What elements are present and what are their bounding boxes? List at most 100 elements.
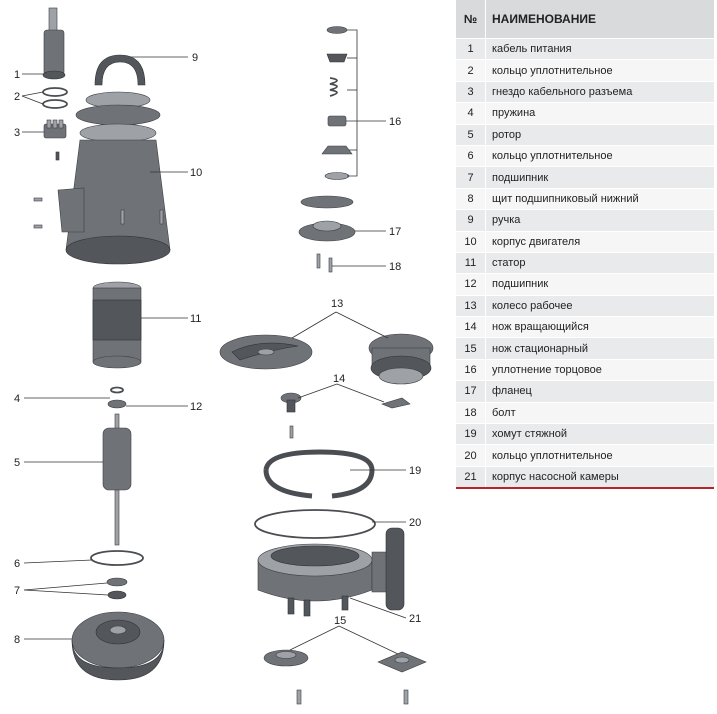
row-number: 20	[456, 444, 486, 467]
row-part-name: колесо рабочее	[485, 295, 714, 318]
row-number: 9	[456, 209, 486, 232]
part-seal-ring-d	[254, 509, 376, 539]
part-bolt-a	[316, 253, 321, 269]
row-number: 12	[456, 273, 486, 296]
row-number: 19	[456, 423, 486, 446]
part-handle	[94, 54, 146, 86]
row-part-name: гнездо кабельного разъема	[485, 81, 714, 104]
callout-19: 19	[409, 465, 421, 477]
row-number: 11	[456, 252, 486, 275]
part-stator	[92, 281, 142, 369]
callout-14: 14	[333, 373, 345, 385]
callout-1: 1	[14, 69, 20, 81]
callout-2: 2	[14, 91, 20, 103]
row-part-name: щит подшипниковый нижний	[485, 188, 714, 211]
header-name: НАИМЕНОВАНИЕ	[485, 0, 714, 39]
row-number: 4	[456, 102, 486, 125]
row-number: 7	[456, 166, 486, 189]
part-seal-ring-c	[90, 550, 144, 566]
callout-6: 6	[14, 558, 20, 570]
row-number: 18	[456, 402, 486, 425]
part-mechanical-seal	[321, 26, 353, 180]
callout-17: 17	[389, 226, 401, 238]
row-part-name: ротор	[485, 124, 714, 146]
callout-5: 5	[14, 457, 20, 469]
row-part-name: статор	[485, 252, 714, 275]
row-part-name: кабель питания	[485, 38, 714, 61]
part-clamp	[263, 449, 375, 499]
row-number: 6	[456, 145, 486, 168]
header-number: №	[456, 0, 486, 39]
part-seal-ring-a	[42, 87, 68, 97]
callout-13: 13	[331, 298, 343, 310]
callout-7: 7	[14, 585, 20, 597]
row-number: 8	[456, 188, 486, 211]
part-rotating-knife	[280, 392, 411, 439]
row-part-name: подшипник	[485, 273, 714, 296]
part-spring	[110, 386, 124, 394]
row-part-name: подшипник	[485, 166, 714, 189]
table-header: № НАИМЕНОВАНИЕ	[456, 0, 714, 39]
part-lower-shield	[71, 611, 165, 681]
callout-4: 4	[14, 393, 20, 405]
row-part-name: уплотнение торцовое	[485, 359, 714, 382]
row-part-name: пружина	[485, 102, 714, 125]
callout-18: 18	[389, 261, 401, 273]
row-part-name: нож стационарный	[485, 337, 714, 360]
row-part-name: корпус насосной камеры	[485, 466, 714, 490]
row-number: 3	[456, 81, 486, 104]
exploded-pump-diagram: 1 2 3 9 10 11 4 12 5 6 7 8 16 17 18 13 1…	[14, 7, 434, 705]
part-motor-housing	[33, 91, 171, 265]
row-number: 13	[456, 295, 486, 318]
callout-20: 20	[409, 517, 421, 529]
part-impeller	[219, 333, 434, 385]
row-part-name: корпус двигателя	[485, 231, 714, 253]
row-number: 16	[456, 359, 486, 382]
row-number: 10	[456, 231, 486, 253]
part-seal-ring-b	[42, 99, 68, 109]
row-number: 21	[456, 466, 486, 490]
callout-11: 11	[190, 313, 201, 325]
part-bearing-upper	[107, 399, 127, 409]
part-cable-socket	[43, 119, 67, 161]
part-rotor	[102, 413, 132, 546]
row-number: 5	[456, 124, 486, 146]
callout-21: 21	[409, 613, 421, 625]
callout-16: 16	[389, 116, 401, 128]
part-flange	[298, 195, 356, 242]
row-number: 2	[456, 59, 486, 82]
part-bolt-b	[328, 257, 333, 273]
callout-9: 9	[192, 52, 198, 64]
row-part-name: кольцо уплотнительное	[485, 59, 714, 82]
callout-3: 3	[14, 127, 20, 139]
row-number: 17	[456, 380, 486, 403]
row-part-name: хомут стяжной	[485, 423, 714, 446]
callout-15: 15	[334, 615, 346, 627]
row-part-name: фланец	[485, 380, 714, 403]
row-part-name: нож вращающийся	[485, 316, 714, 339]
part-bearing-lower	[106, 577, 128, 587]
callout-8: 8	[14, 634, 20, 646]
part-cable	[42, 7, 66, 80]
